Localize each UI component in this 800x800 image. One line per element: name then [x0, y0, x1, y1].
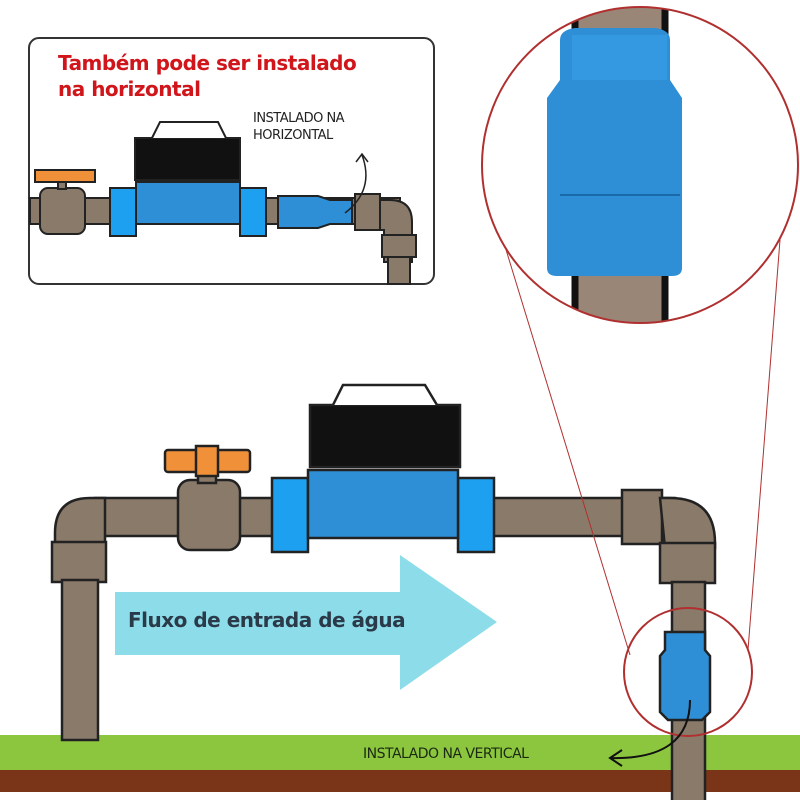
vertical-label: INSTALADO NA VERTICAL [363, 746, 529, 762]
main-pipe-assembly [50, 383, 717, 800]
inset-pipe-assembly [29, 121, 417, 285]
inset-pointer-arrow [344, 152, 369, 214]
soil [0, 770, 800, 792]
inset-title: Também pode ser instalado na horizontal [58, 51, 357, 101]
grass [0, 735, 800, 773]
zoom-circle [481, 6, 799, 324]
zoomed-fitting [547, 7, 682, 323]
magnifier-line [499, 229, 631, 656]
zoom-target-circle [623, 607, 753, 737]
flow-label: Fluxo de entrada de água [128, 608, 406, 632]
flow-arrow [115, 555, 497, 690]
vertical-pointer-arrow [608, 699, 691, 767]
magnifier-line [747, 239, 781, 651]
inset-horizontal-label: INSTALADO NA HORIZONTAL [253, 111, 345, 143]
